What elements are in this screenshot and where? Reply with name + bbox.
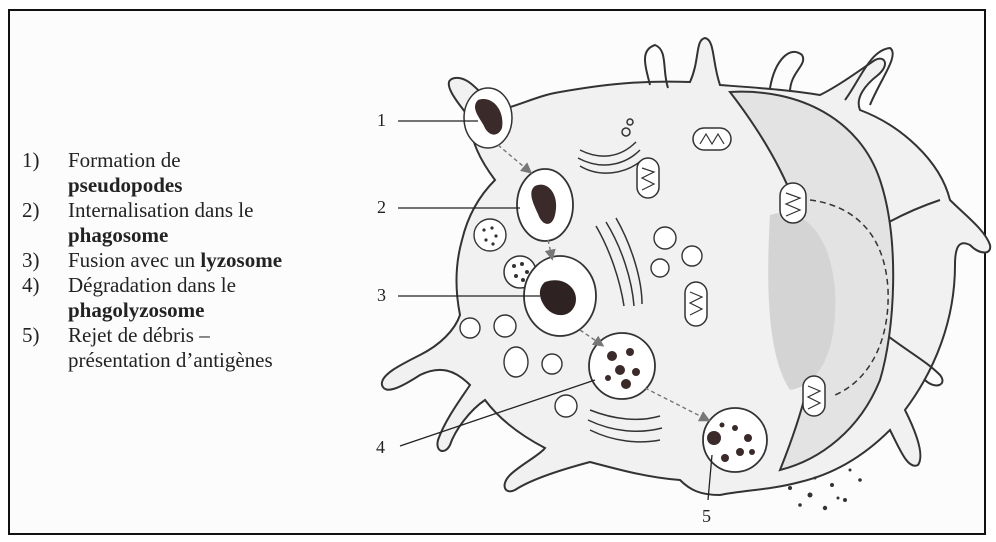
mitochondrion — [780, 183, 806, 223]
callout-2: 2 — [377, 197, 386, 218]
callout-5: 5 — [702, 506, 711, 527]
callout-1: 1 — [377, 110, 386, 131]
mitochondrion — [803, 376, 825, 416]
mitochondrion — [637, 158, 659, 198]
callout-4: 4 — [376, 437, 385, 458]
mitochondrion — [685, 282, 707, 326]
mitochondrion — [693, 128, 731, 150]
pseudopode — [770, 52, 803, 92]
callout-3: 3 — [377, 285, 386, 306]
